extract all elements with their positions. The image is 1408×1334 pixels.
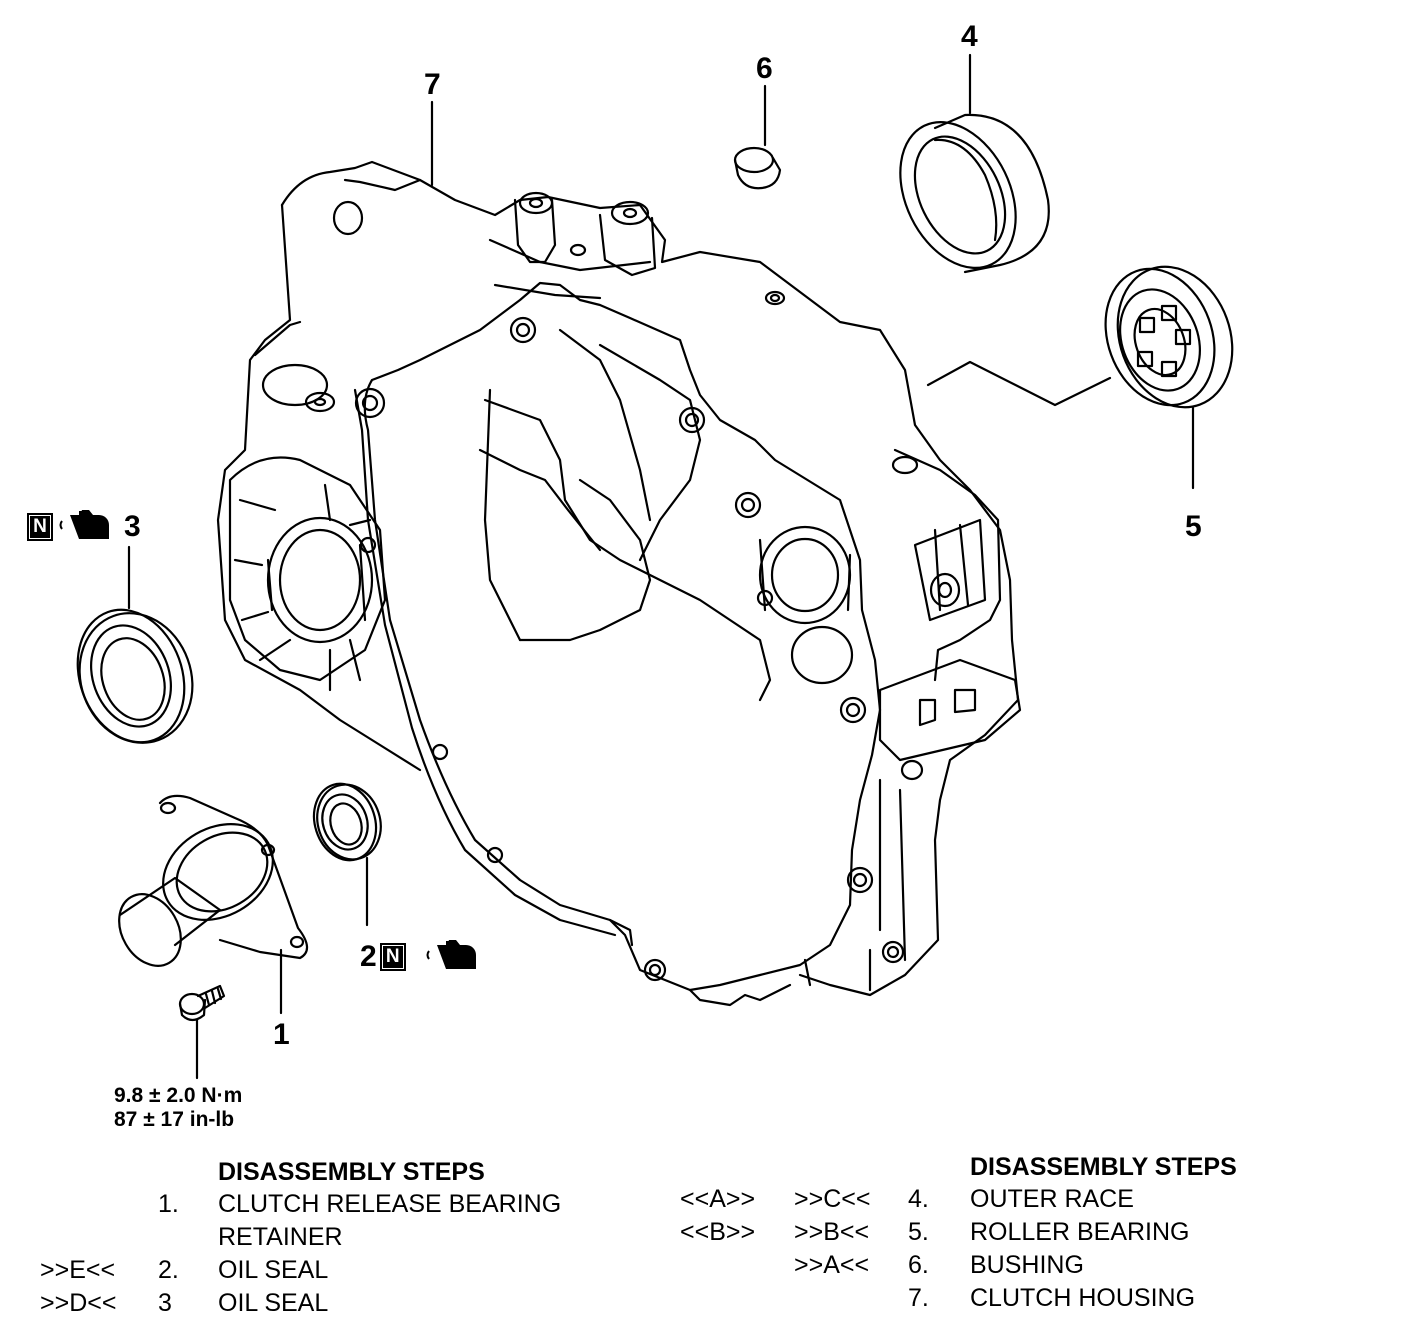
callout-2-group: 2 N [360,940,406,973]
callout-5: 5 [1185,510,1202,543]
oil-can-icon [426,939,477,970]
bushing [733,146,782,190]
step-row: <<A>> >>C<< 4. OUTER RACE [680,1185,1134,1213]
steps-list-left: 1. CLUTCH RELEASE BEARING RETAINER >>E<<… [0,1188,700,1328]
step-row: >>D<< 3 OIL SEAL [40,1289,329,1317]
step-row: RETAINER [218,1223,343,1251]
step-row: >>E<< 2. OIL SEAL [40,1256,329,1284]
roller-bearing [1104,265,1234,409]
step-row: 1. CLUTCH RELEASE BEARING [158,1190,562,1218]
callout-6: 6 [756,52,773,85]
oil-seal-3 [76,608,194,744]
callout-2: 2 [360,940,377,973]
torque-metric: 9.8 ± 2.0 N·m [114,1084,243,1107]
torque-imperial: 87 ± 17 in-lb [114,1108,235,1131]
oil-seal-2 [312,782,382,862]
callout-3-group: N 3 [27,510,141,543]
steps-list-right: <<A>> >>C<< 4. OUTER RACE <<B>> >>B<< 5.… [670,1183,1370,1323]
new-part-symbol: N [27,513,53,541]
callout-4: 4 [961,20,978,53]
step-row: >>A<< 6. BUSHING [794,1251,1084,1279]
callout-1: 1 [273,1018,290,1051]
step-row: 7. CLUTCH HOUSING [908,1284,1196,1312]
clutch-housing [216,160,1022,1007]
step-row: <<B>> >>B<< 5. ROLLER BEARING [680,1218,1190,1246]
steps-header-right: DISASSEMBLY STEPS [970,1153,1237,1181]
callout-3: 3 [124,510,141,543]
callout-7: 7 [424,68,441,101]
bolt [178,984,226,1022]
torque-spec: 9.8 ± 2.0 N·m 87 ± 17 in-lb [114,1084,242,1132]
outer-race [899,113,1050,274]
new-part-symbol: N [379,943,406,971]
steps-header-left: DISASSEMBLY STEPS [218,1158,485,1186]
clutch-release-bearing-retainer [118,794,309,967]
